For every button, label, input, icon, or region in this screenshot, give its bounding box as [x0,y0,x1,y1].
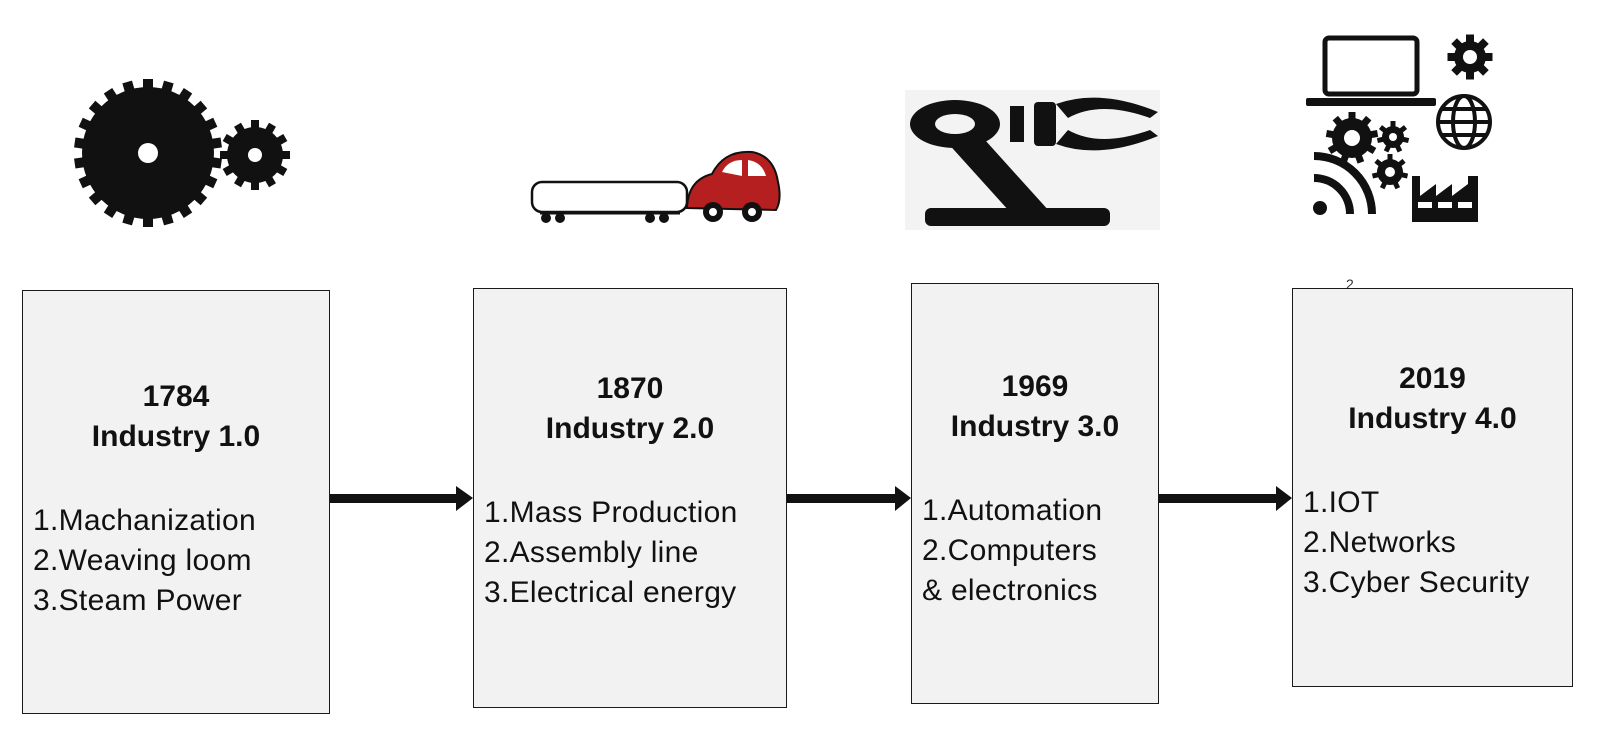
stage-title: Industry 3.0 [912,407,1158,447]
arrow-1-to-2 [330,486,473,511]
stage-year: 1870 [474,369,786,409]
stage-title: Industry 1.0 [23,417,329,457]
stage-item: 2.Networks [1303,523,1530,563]
arrow-3-to-4 [1159,486,1292,511]
stage-item: 2.Computers [922,531,1102,571]
stage-box-industry-3: 1969 Industry 3.0 1.Automation 2.Compute… [911,283,1159,704]
stage-item: 1.IOT [1303,483,1530,523]
stage-item: 3.Steam Power [33,581,256,621]
stage-items: 1.Mass Production 2.Assembly line 3.Elec… [484,493,738,613]
stage-item: 1.Machanization [33,501,256,541]
stage-items: 1.Machanization 2.Weaving loom 3.Steam P… [33,501,256,621]
stage-box-industry-2: 1870 Industry 2.0 1.Mass Production 2.As… [473,288,787,708]
stage-item: & electronics [922,571,1102,611]
stage-year: 1969 [912,367,1158,407]
stage-item: 1.Automation [922,491,1102,531]
stage-item: 2.Assembly line [484,533,738,573]
stage-title: Industry 4.0 [1293,399,1572,439]
stage-title: Industry 2.0 [474,409,786,449]
arrow-2-to-3 [787,486,911,511]
stage-items: 1.Automation 2.Computers & electronics [922,491,1102,611]
stage-item: 2.Weaving loom [33,541,256,581]
stage-item: 3.Electrical energy [484,573,738,613]
stage-box-industry-4: 2019 Industry 4.0 1.IOT 2.Networks 3.Cyb… [1292,288,1573,687]
stage-year: 1784 [23,377,329,417]
stage-item: 1.Mass Production [484,493,738,533]
stage-box-industry-1: 1784 Industry 1.0 1.Machanization 2.Weav… [22,290,330,714]
stage-year: 2019 [1293,359,1572,399]
stage-item: 3.Cyber Security [1303,563,1530,603]
stage-items: 1.IOT 2.Networks 3.Cyber Security [1303,483,1530,603]
